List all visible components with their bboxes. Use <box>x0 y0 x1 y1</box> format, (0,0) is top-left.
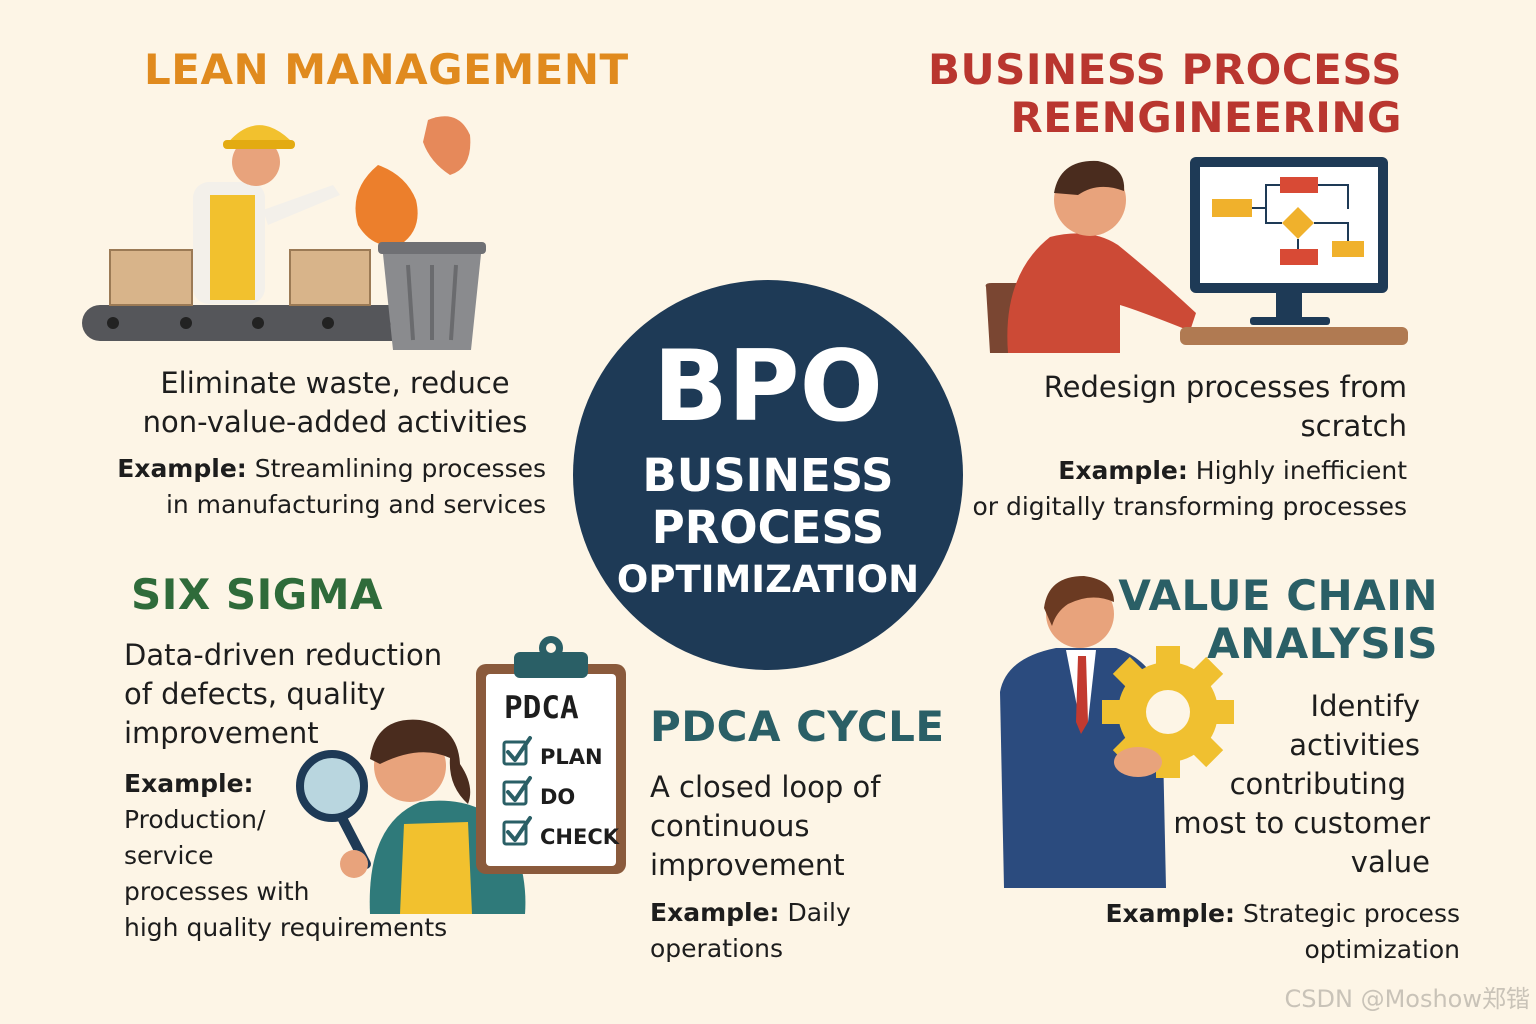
vca-example-label: Example: <box>1105 899 1236 928</box>
vca-businessman-gear-icon <box>1000 576 1234 888</box>
pdca-clipboard: PDCA PLAN DO CHECK <box>474 634 628 876</box>
vca-desc-line: contributing <box>1229 767 1406 801</box>
bpr-title-line: REENGINEERING <box>1010 93 1402 142</box>
lean-desc-line: non-value-added activities <box>142 405 528 439</box>
lean-example-label: Example: <box>117 454 247 483</box>
bpo-center-circle: BPO BUSINESS PROCESS OPTIMIZATION <box>573 280 963 670</box>
bpr-example-label: Example: <box>1058 456 1188 485</box>
vca-example-text: optimization <box>1304 935 1460 964</box>
bpr-desc-line: scratch <box>1300 409 1407 443</box>
vca-desc-line: Identify <box>1310 689 1420 723</box>
six-sigma-example-label: Example: <box>124 769 254 798</box>
vca-title-line: VALUE CHAIN <box>1118 571 1438 620</box>
vca-desc-line: most to customer <box>1173 806 1430 840</box>
lean-example: Example: Streamlining processes in manuf… <box>100 451 546 523</box>
pdca-example: Example: Daily operations <box>650 895 851 967</box>
pdca-clipboard-item-check: CHECK <box>540 825 620 849</box>
six-sigma-description: Data-driven reduction of defects, qualit… <box>124 636 442 753</box>
pdca-desc-line: A closed loop of <box>650 770 881 804</box>
six-sigma-example-text: processes with <box>124 877 310 906</box>
bpr-example-text: Highly inefficient <box>1187 456 1407 485</box>
six-sigma-desc-line: of defects, quality <box>124 677 386 711</box>
pdca-clipboard-item-do: DO <box>540 785 576 809</box>
bpr-illustration-icon <box>985 157 1408 353</box>
six-sigma-title: SIX SIGMA <box>131 570 384 619</box>
bpo-title-line-1: BUSINESS <box>642 449 894 502</box>
bpo-title-line-3: OPTIMIZATION <box>616 558 920 601</box>
six-sigma-desc-line: Data-driven reduction <box>124 638 443 672</box>
pdca-desc-line: improvement <box>650 848 845 882</box>
pdca-clipboard-item-plan: PLAN <box>540 745 603 769</box>
vca-description: Identify activities contributing most to… <box>1130 687 1430 882</box>
bpr-example: Example: Highly inefficient or digitally… <box>960 453 1407 525</box>
lean-example-text: in manufacturing and services <box>165 490 546 519</box>
pdca-example-label: Example: <box>650 898 780 927</box>
bpo-title-line-2: PROCESS <box>651 501 885 554</box>
lean-description: Eliminate waste, reduce non-value-added … <box>90 364 580 442</box>
pdca-example-text: operations <box>650 934 784 963</box>
pdca-example-text: Daily <box>779 898 851 927</box>
pdca-desc-line: continuous <box>650 809 810 843</box>
bpr-example-text: or digitally transforming processes <box>972 492 1407 521</box>
pdca-clipboard-title: PDCA <box>504 690 579 726</box>
six-sigma-example-text: service <box>124 841 214 870</box>
six-sigma-example-text: Production/ <box>124 805 266 834</box>
bpr-title-line: BUSINESS PROCESS <box>927 45 1402 94</box>
vca-title-line: ANALYSIS <box>1207 619 1438 668</box>
vca-desc-line: value <box>1350 845 1430 879</box>
vca-desc-line: activities <box>1289 728 1420 762</box>
bpo-acronym: BPO <box>653 330 883 444</box>
pdca-description: A closed loop of continuous improvement <box>650 768 881 885</box>
vca-example-text: Strategic process <box>1235 899 1460 928</box>
six-sigma-desc-line: improvement <box>124 716 319 750</box>
lean-illustration-icon <box>82 116 486 350</box>
vca-title: VALUE CHAIN ANALYSIS <box>1080 572 1438 668</box>
lean-example-text: Streamlining processes <box>246 454 546 483</box>
lean-desc-line: Eliminate waste, reduce <box>160 366 510 400</box>
lean-title: LEAN MANAGEMENT <box>144 45 629 94</box>
bpr-title: BUSINESS PROCESS REENGINEERING <box>900 46 1402 142</box>
watermark: CSDN @Moshow郑锴 <box>1284 985 1530 1013</box>
pdca-title: PDCA CYCLE <box>650 702 945 751</box>
bpr-description: Redesign processes from scratch <box>960 368 1407 446</box>
vca-example: Example: Strategic process optimization <box>1060 896 1460 968</box>
six-sigma-example: Example: Production/ service processes w… <box>124 766 447 946</box>
six-sigma-example-text: high quality requirements <box>124 913 448 942</box>
bpr-desc-line: Redesign processes from <box>1043 370 1407 404</box>
